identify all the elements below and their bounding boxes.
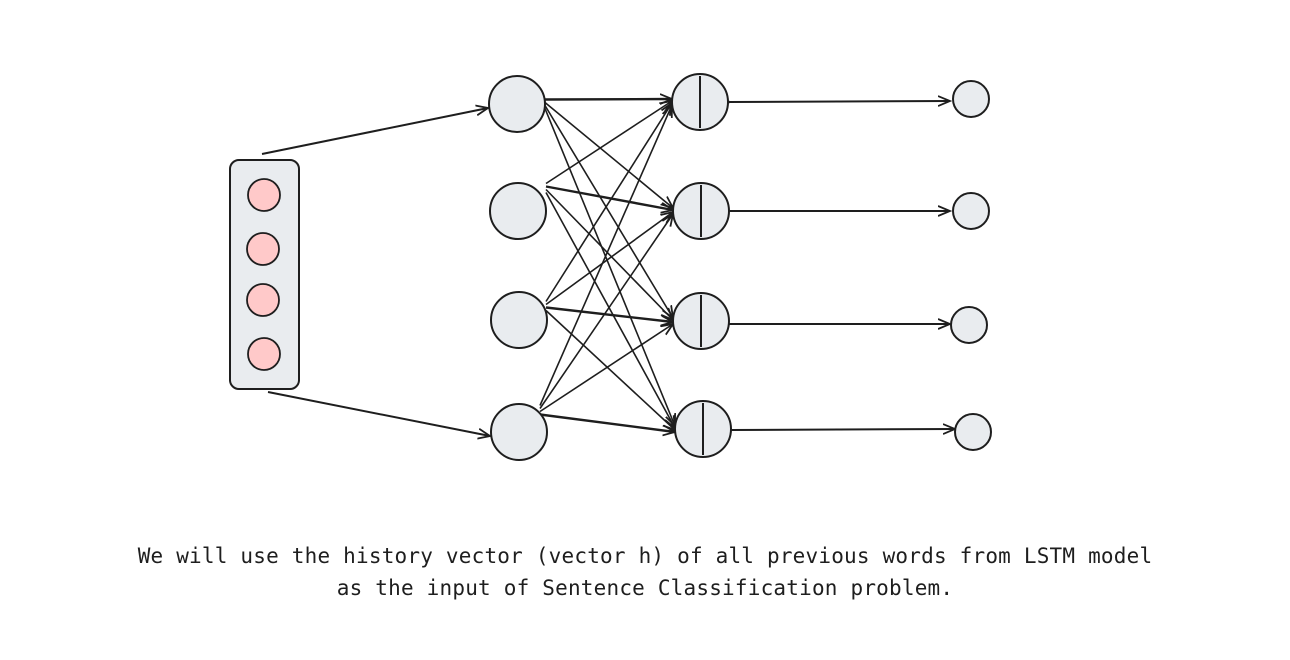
lstm-layer: [671, 73, 732, 458]
input-vector-cell-2: [246, 232, 280, 266]
dense-arrow-h4-l2: [539, 214, 673, 409]
output-node-2: [952, 192, 990, 230]
dense-arrow-h4-l4: [539, 413, 675, 433]
hidden-node-3: [490, 291, 548, 349]
input-vector-cell-1: [247, 178, 281, 212]
input-connections: [261, 108, 490, 436]
input-vector-cell-3: [246, 283, 280, 317]
lstm-output-arrow-1: [730, 101, 950, 102]
caption-line-1: We will use the history vector (vector h…: [137, 544, 1153, 568]
dense-arrow-h1-l3: [544, 105, 673, 319]
lstm-output-arrow-4: [732, 429, 955, 430]
hidden-node-1: [488, 75, 546, 133]
output-connections: [730, 101, 955, 430]
dense-arrow-h2-l4: [545, 192, 675, 429]
dense-arrow-h3-l3: [545, 306, 673, 323]
input-vector-cell-4: [247, 337, 281, 371]
dense-arrow-h3-l4: [545, 309, 675, 431]
output-node-1: [952, 80, 990, 118]
input-vector-box: [229, 159, 300, 390]
output-node-4: [954, 413, 992, 451]
dense-arrow-h3-l2: [545, 212, 673, 306]
input-to-hidden-top-arrow: [261, 108, 488, 155]
dense-arrow-h1-l1: [544, 99, 672, 100]
dense-connections: [539, 99, 675, 433]
dense-arrow-h1-l4: [544, 108, 675, 427]
input-to-hidden-bottom-arrow: [267, 391, 490, 436]
hidden-node-2: [489, 182, 547, 240]
dense-arrow-h1-l2: [544, 101, 673, 209]
output-layer: [950, 80, 992, 451]
caption-line-2: as the input of Sentence Classification …: [336, 576, 954, 600]
dense-arrow-h2-l3: [545, 188, 673, 321]
dense-arrow-h4-l1: [539, 105, 672, 406]
hidden-node-4: [490, 403, 548, 461]
hidden-layer: [488, 75, 548, 461]
input-vector: [229, 159, 300, 390]
output-node-3: [950, 306, 988, 344]
diagram-caption: We will use the history vector (vector h…: [0, 540, 1290, 604]
dense-arrow-h3-l1: [545, 103, 672, 302]
dense-arrow-h2-l2: [545, 185, 673, 211]
dense-arrow-h4-l3: [539, 324, 673, 413]
dense-arrow-h2-l1: [545, 101, 672, 185]
